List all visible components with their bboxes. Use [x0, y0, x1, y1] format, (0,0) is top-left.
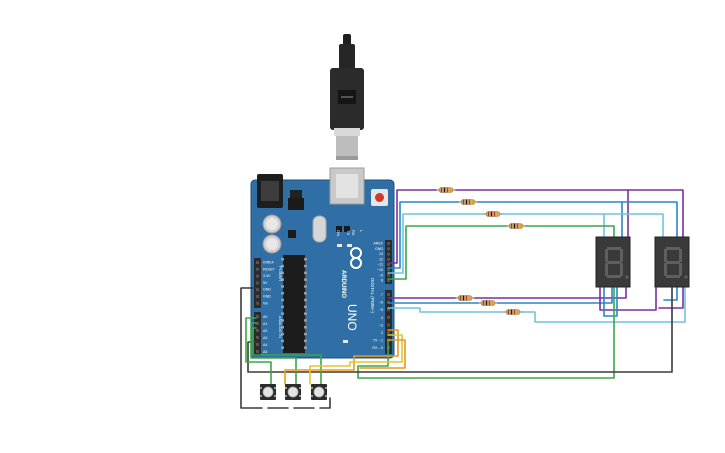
- wire-lightblue: [522, 287, 686, 323]
- pin-label: 8: [381, 279, 383, 283]
- arduino-infinity-logo-icon: [350, 247, 362, 269]
- pin-label: A4: [263, 343, 267, 347]
- wire-green: [525, 225, 615, 237]
- pin-label: A3: [263, 336, 267, 340]
- wire-blue: [387, 201, 459, 269]
- pin-label: 12: [379, 257, 383, 261]
- pin-label: 7: [381, 293, 383, 297]
- wire-purple: [599, 287, 657, 311]
- pin-label: 5V: [263, 281, 268, 285]
- wire-lightblue: [502, 213, 664, 237]
- atmega-chip: [281, 255, 307, 353]
- wire-lightblue: [387, 307, 504, 313]
- pin-label: GND: [263, 288, 271, 292]
- on-led-label: ON: [336, 230, 341, 236]
- pin-label: TX→1: [373, 339, 383, 343]
- resistor-icon[interactable]: [482, 211, 504, 217]
- usb-cable-icon[interactable]: [330, 34, 364, 160]
- wire-blue: [497, 287, 613, 304]
- pin-label: A1: [263, 322, 267, 326]
- pin-label: GND: [375, 247, 383, 251]
- pin-label: 2: [381, 331, 383, 335]
- resistor-icon[interactable]: [454, 295, 476, 301]
- pin-label: A2: [263, 329, 267, 333]
- resistor-icon[interactable]: [457, 199, 479, 205]
- rx-led-label: RX: [351, 230, 356, 236]
- analog-section-label: ANALOG IN: [278, 316, 283, 338]
- resistor-icon[interactable]: [505, 223, 527, 229]
- tx-led-label: TX: [346, 230, 351, 235]
- digital-header-bottom: [385, 290, 392, 354]
- pushbutton-icon[interactable]: [311, 384, 327, 400]
- wire-orange: [284, 329, 399, 385]
- wire-purple: [474, 287, 627, 299]
- l-led-label: L: [359, 230, 364, 233]
- pin-label: 13: [379, 252, 383, 256]
- arduino-uno-board[interactable]: ARDUINO UNO ON TX RX L DIGITAL (PWM~) PO…: [250, 167, 395, 359]
- wire-green: [245, 317, 272, 385]
- wire-orange: [359, 339, 406, 369]
- pin-label: ~5: [379, 308, 383, 312]
- pin-label: ~11: [377, 263, 383, 267]
- pin-label: ~9: [379, 273, 383, 277]
- pin-label: RX←0: [372, 346, 383, 350]
- pin-label: Vin: [263, 301, 268, 305]
- wire-black: [240, 287, 263, 409]
- pin-label: ~3: [379, 323, 383, 327]
- digital-header-top: [385, 240, 392, 284]
- pin-label: 3.3V: [263, 274, 271, 278]
- wire-green: [250, 322, 297, 385]
- board-model-label: UNO: [345, 304, 359, 331]
- display-digit: 8: [613, 284, 614, 286]
- pin-label: 4: [381, 316, 383, 320]
- resistor-icon[interactable]: [477, 300, 499, 306]
- pin-label: ~6: [379, 301, 383, 305]
- analog-header: [254, 312, 261, 356]
- wire-purple: [387, 189, 437, 264]
- wire-yellow: [309, 334, 403, 385]
- pin-label: A5: [263, 350, 267, 354]
- wire-purple: [455, 189, 684, 309]
- seven-segment-display-icon[interactable]: 8: [595, 236, 631, 288]
- pin-label: A0: [263, 315, 267, 319]
- pin-label: ~10: [377, 268, 383, 272]
- pin-label: GND: [263, 295, 271, 299]
- wire-lightblue: [387, 213, 484, 274]
- resistor-icon[interactable]: [502, 309, 524, 315]
- power-section-label: POWER: [278, 266, 283, 281]
- resistor-icon[interactable]: [435, 187, 457, 193]
- pushbutton-icon[interactable]: [260, 384, 276, 400]
- wire-green: [252, 327, 322, 385]
- pin-label: IOREF: [263, 261, 275, 265]
- wire-blue: [603, 287, 618, 317]
- wire-blue: [477, 201, 678, 301]
- reset-button[interactable]: [371, 189, 388, 206]
- wire-green: [387, 225, 507, 280]
- pushbutton-icon[interactable]: [285, 384, 301, 400]
- seven-segment-display-icon[interactable]: 8: [654, 236, 690, 288]
- crystal-oscillator: [312, 215, 327, 243]
- wire-black: [319, 397, 331, 409]
- arduino-brand-label: ARDUINO: [340, 270, 346, 298]
- display-digit: 8: [672, 284, 673, 286]
- pin-label: AREF: [373, 242, 383, 246]
- pin-label: RESET: [263, 267, 276, 271]
- digital-section-label: DIGITAL (PWM~): [370, 278, 375, 313]
